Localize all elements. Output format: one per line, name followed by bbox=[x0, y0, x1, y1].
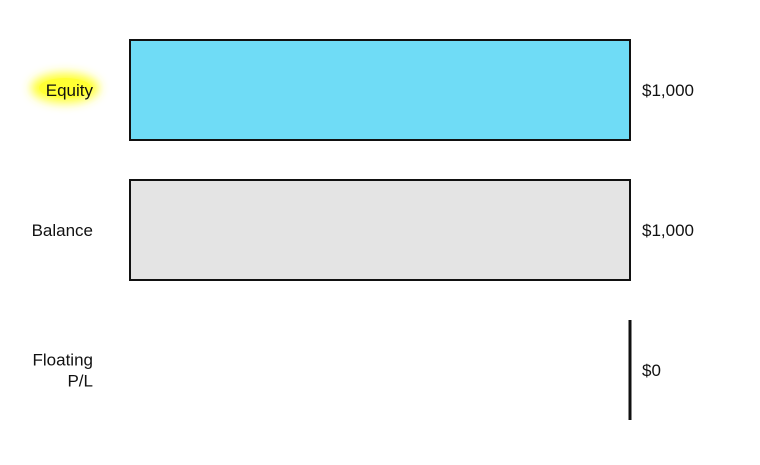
category-label-equity: Equity bbox=[46, 81, 94, 100]
value-label-equity: $1,000 bbox=[642, 81, 694, 100]
bar-equity bbox=[129, 39, 631, 141]
bar-balance bbox=[129, 179, 631, 281]
value-label-balance: $1,000 bbox=[642, 221, 694, 240]
category-highlight-core bbox=[39, 78, 91, 98]
category-label-balance: Balance bbox=[32, 221, 93, 240]
value-label-floating-p-l: $0 bbox=[642, 361, 661, 380]
